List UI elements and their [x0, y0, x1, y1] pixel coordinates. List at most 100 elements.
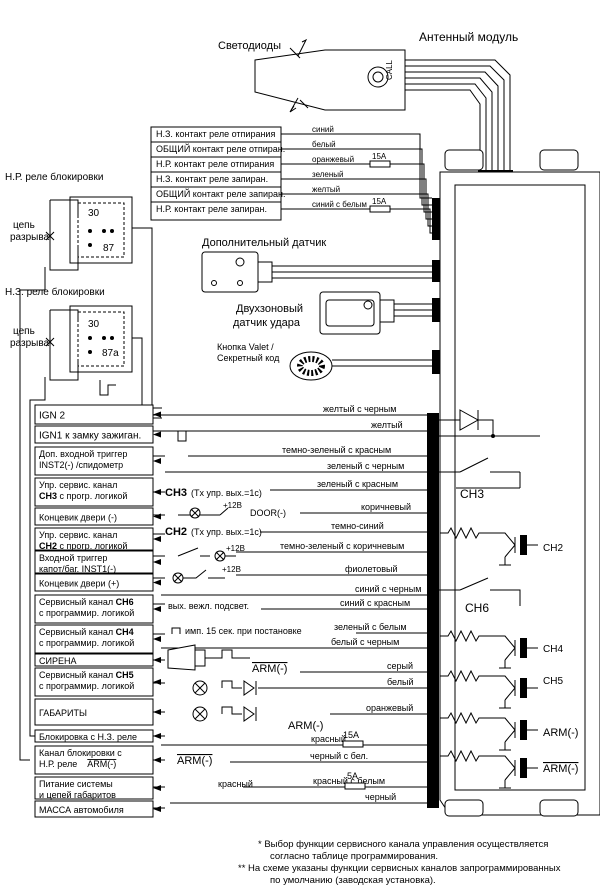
left-terminal-label-2: CH2 с прогр. логикой: [39, 541, 127, 551]
fuse-15a-block-label: 15А: [343, 730, 359, 740]
door-plus12: +12В: [223, 501, 242, 510]
antenna-call-label: CALL: [385, 59, 394, 80]
left-terminal-label: Концевик двери (-): [39, 513, 117, 523]
wire-color-label: зеленый с белым: [334, 622, 407, 632]
wire-color-label: черный: [365, 792, 396, 802]
transistor-icon: [489, 675, 516, 701]
left-terminal-label-2: с программир. логикой: [39, 638, 134, 648]
relay-output-label: Н.Р. контакт реле запиран.: [156, 204, 267, 214]
parking-lamp: [192, 706, 257, 722]
additional-sensor-label: Дополнительный датчик: [202, 237, 326, 249]
shock-sensor-icon: [319, 291, 432, 335]
ch5-lamp: [192, 680, 257, 696]
control-unit: [427, 149, 600, 817]
ign2-diode: [428, 409, 540, 438]
fuse: [369, 160, 391, 168]
wire-color-label: темно-синий: [331, 521, 384, 531]
nc-relay-title: Н.З. реле блокировки: [5, 286, 105, 298]
resistor: [440, 526, 489, 540]
shock-sensor-label-2: датчик удара: [233, 317, 301, 329]
led-channel-connector: [520, 720, 527, 740]
relay-output-wire: синий с белым: [312, 200, 367, 209]
fuse: [369, 205, 391, 213]
fuse-block-15a: [342, 740, 364, 748]
wire-color-label: зеленый с черным: [327, 461, 404, 471]
footnote-2: согласно таблице программирования.: [270, 851, 439, 862]
wire-color-label: серый: [387, 661, 413, 671]
ch6-switch: CH6: [428, 577, 521, 615]
left-terminal-label-2: INST2(-) /спидометр: [39, 460, 123, 470]
led-icon: [289, 38, 309, 113]
relay-output-wire: оранжевый: [312, 155, 354, 164]
right-ch3-label: CH3: [460, 487, 484, 501]
left-terminal-label: IGN 2: [39, 411, 66, 422]
wire-color-label: оранжевый: [366, 703, 413, 713]
right-arm-b: ARM(-): [543, 763, 578, 775]
relay-output-wire: желтый: [312, 185, 340, 194]
power-red-label: красный: [218, 779, 253, 789]
left-terminal-box: [34, 477, 154, 507]
left-terminal-label: Сервисный канал CH5: [39, 670, 134, 680]
transistor-icon: [489, 635, 516, 661]
relay-output-label: Н.З. контакт реле запиран.: [156, 174, 268, 184]
no-relay-block: 30 87 цепь разрыва: [10, 196, 162, 761]
right-ch4-label: CH4: [543, 644, 563, 655]
footnote-1: * Выбор функции сервисного канала управл…: [258, 839, 549, 850]
leds-label: Светодиоды: [218, 40, 281, 52]
antenna-module: CALL: [254, 49, 513, 176]
resistor: [440, 749, 489, 763]
no-relay-break-1: цепь: [13, 220, 35, 231]
ground-icon: [499, 557, 511, 566]
door-pos-plus12: +12В: [222, 565, 241, 574]
transistor-icon: [489, 755, 516, 781]
valet-button-icon: [289, 351, 432, 381]
resistor: [440, 629, 489, 643]
wire-color-label: черный с бел.: [310, 751, 368, 761]
wire-color-label: желтый: [371, 420, 403, 430]
relay-output-label: Н.Р. контакт реле отпирания: [156, 159, 274, 169]
relay-output-label: ОБЩИЙ контакт реле запиран.: [156, 188, 285, 199]
left-terminal-label: Питание системы: [39, 779, 113, 789]
left-terminal-label: Упр. сервис. канал: [39, 530, 117, 540]
parking-arm-label: ARM(-): [288, 720, 323, 732]
wire-color-label: синий с красным: [340, 598, 410, 608]
door-neg-lamp: [178, 507, 229, 519]
no-relay-pin-87: 87: [103, 243, 115, 254]
door-pos-lamp: [172, 569, 225, 584]
footnote-4: по умолчанию (заводская установка).: [270, 875, 436, 886]
left-terminal-label: Концевик двери (+): [39, 579, 119, 589]
nc-relay-pin-87a: 87а: [102, 348, 119, 359]
ign1-pulse: [177, 431, 187, 442]
ch3-note: (Tx упр. вых.=1с): [191, 488, 262, 498]
right-arm-a: ARM(-): [543, 727, 578, 739]
left-terminal-label: Входной триггер: [39, 553, 107, 563]
left-terminal-box: [34, 624, 154, 654]
valet-label-2: Секретный код: [217, 353, 280, 363]
wire-color-label: синий с черным: [355, 584, 421, 594]
ch6-note: вых. вежл. подсвет.: [168, 601, 249, 611]
nc-relay-break-2: разрыва: [10, 338, 50, 349]
led-channel-connector: [520, 535, 527, 555]
antenna-module-label: Антенный модуль: [419, 30, 518, 44]
right-ch5-label: CH5: [543, 676, 563, 687]
nc-relay-pin-30: 30: [88, 319, 100, 330]
left-terminal-label: Канал блокировки с: [39, 748, 122, 758]
transistor-icon: [489, 717, 516, 743]
wire-color-label: фиолетовый: [345, 564, 398, 574]
right-ch2-label: CH2: [543, 543, 563, 554]
no-relay-title: Н.Р. реле блокировки: [5, 171, 103, 183]
wire-color-label: белый: [387, 677, 414, 687]
no-relay-break-2: разрыва: [10, 232, 50, 243]
left-terminal-box: [34, 745, 154, 775]
fuse-label: 15А: [372, 197, 387, 206]
door-neg-label: DOOR(-): [250, 508, 286, 518]
led-channel-connector: [520, 678, 527, 698]
valet-label-1: Кнопка Valet /: [217, 342, 274, 352]
wire-color-label: темно-зеленый с коричневым: [280, 541, 404, 551]
left-terminal-label: ГАБАРИТЫ: [39, 708, 87, 718]
ch2-main-label: CH2: [165, 526, 187, 538]
transistor-icon: [489, 532, 516, 558]
led-channel-connector: [520, 758, 527, 778]
fuse-power-5a: [344, 782, 366, 790]
left-terminal-label-2: с программир. логикой: [39, 608, 134, 618]
